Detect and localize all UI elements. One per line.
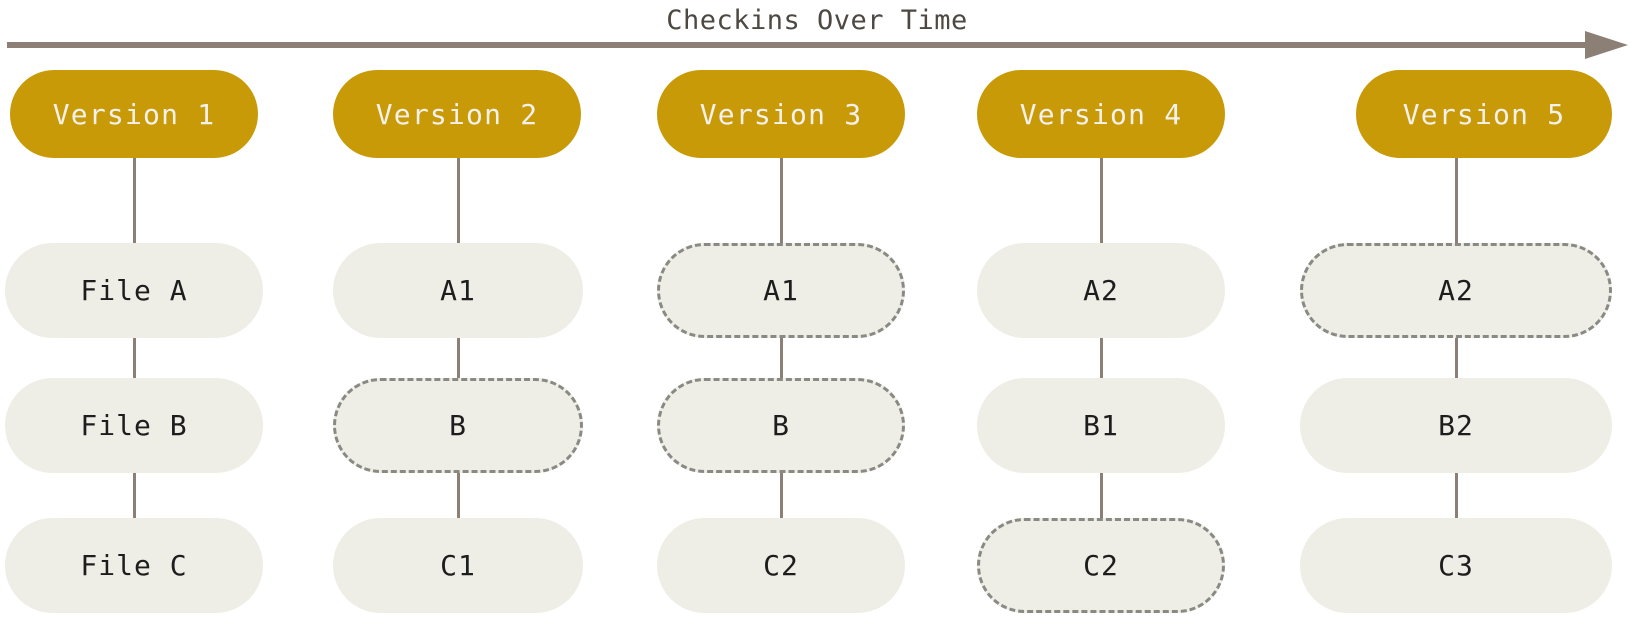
- file-label: B2: [1438, 409, 1474, 442]
- file-box[interactable]: B2: [1300, 378, 1612, 473]
- connector-line: [132, 158, 136, 243]
- connector-line: [456, 158, 460, 243]
- file-box[interactable]: C1: [333, 518, 583, 613]
- connector-line: [779, 473, 783, 518]
- file-box[interactable]: File C: [5, 518, 263, 613]
- file-label: A2: [1438, 274, 1474, 307]
- page-title: Checkins Over Time: [666, 5, 968, 36]
- file-label: B: [772, 409, 790, 442]
- connector-line: [132, 473, 136, 518]
- file-box[interactable]: C2: [657, 518, 905, 613]
- connector-line: [1099, 338, 1103, 378]
- connector-line: [1454, 473, 1458, 518]
- connector-line: [456, 473, 460, 518]
- version-label: Version 4: [1019, 97, 1183, 131]
- file-box[interactable]: A1: [333, 243, 583, 338]
- file-box[interactable]: A2: [1300, 243, 1612, 338]
- file-box[interactable]: C2: [977, 518, 1225, 613]
- file-box[interactable]: B: [333, 378, 583, 473]
- version-label: Version 3: [699, 97, 863, 131]
- connector-line: [132, 338, 136, 378]
- version-pill[interactable]: Version 2: [333, 70, 581, 158]
- connector-line: [1099, 473, 1103, 518]
- file-label: C2: [763, 549, 799, 582]
- file-box[interactable]: B: [657, 378, 905, 473]
- file-box[interactable]: File A: [5, 243, 263, 338]
- file-label: C1: [440, 549, 476, 582]
- connector-line: [779, 338, 783, 378]
- connector-line: [1099, 158, 1103, 243]
- connector-line: [1454, 338, 1458, 378]
- file-label: File C: [80, 549, 188, 582]
- file-box[interactable]: B1: [977, 378, 1225, 473]
- version-pill[interactable]: Version 3: [657, 70, 905, 158]
- connector-line: [456, 338, 460, 378]
- file-label: B: [449, 409, 467, 442]
- file-box[interactable]: A2: [977, 243, 1225, 338]
- file-label: File B: [80, 409, 188, 442]
- file-box[interactable]: C3: [1300, 518, 1612, 613]
- version-pill[interactable]: Version 1: [10, 70, 258, 158]
- file-label: C2: [1083, 549, 1119, 582]
- file-label: A1: [763, 274, 799, 307]
- version-label: Version 2: [375, 97, 539, 131]
- connector-line: [779, 158, 783, 243]
- connector-line: [1454, 158, 1458, 243]
- file-label: A2: [1083, 274, 1119, 307]
- version-label: Version 1: [52, 97, 216, 131]
- version-pill[interactable]: Version 4: [977, 70, 1225, 158]
- file-label: C3: [1438, 549, 1474, 582]
- file-label: File A: [80, 274, 188, 307]
- version-pill[interactable]: Version 5: [1356, 70, 1612, 158]
- file-label: B1: [1083, 409, 1119, 442]
- file-box[interactable]: File B: [5, 378, 263, 473]
- file-box[interactable]: A1: [657, 243, 905, 338]
- version-label: Version 5: [1402, 97, 1566, 131]
- file-label: A1: [440, 274, 476, 307]
